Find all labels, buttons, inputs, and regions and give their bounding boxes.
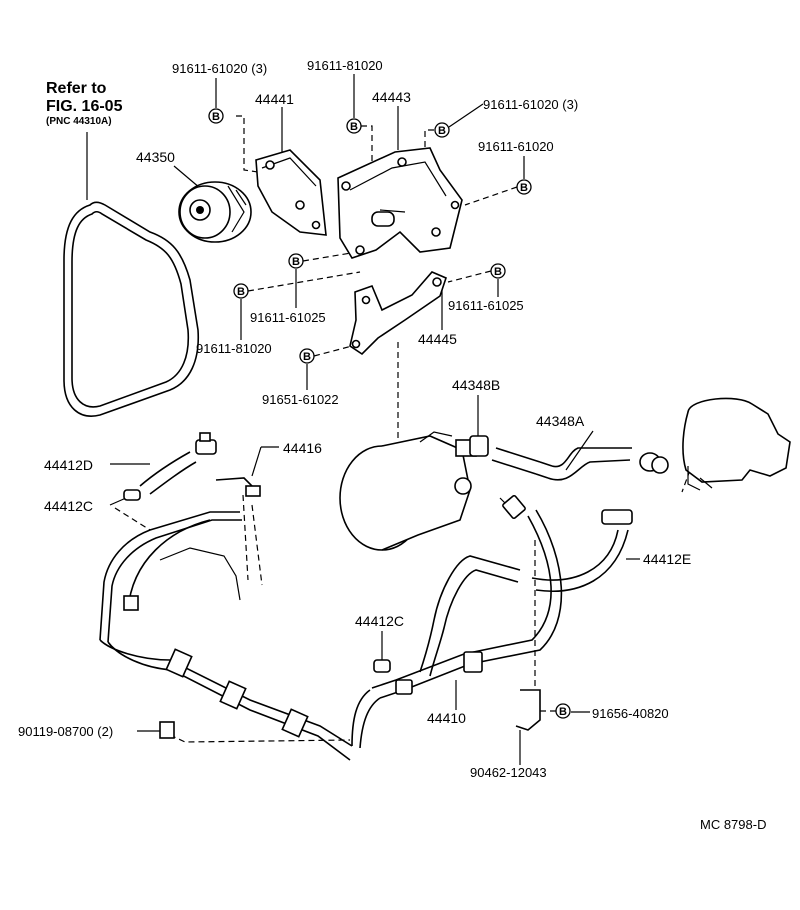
bracket-44441	[255, 149, 327, 236]
label-44412e: 44412E	[643, 551, 691, 567]
label-91611-61025-right: 91611-61025	[448, 298, 524, 313]
clamp-44412c-mid	[373, 659, 391, 673]
label-90462-12043: 90462-12043	[470, 765, 547, 780]
bolt-marker-8: B	[299, 348, 315, 364]
bolt-marker-5: B	[288, 253, 304, 269]
diagram-code: MC 8798-D	[700, 817, 766, 832]
hose-44412e	[531, 509, 633, 592]
bolt-marker-1: B	[208, 108, 224, 124]
bracket-90462-12043	[515, 689, 541, 731]
fluid-reservoir	[682, 397, 791, 491]
svg-text:B: B	[212, 111, 220, 123]
label-44412c-left: 44412C	[44, 498, 93, 514]
label-44412c-mid: 44412C	[355, 613, 404, 629]
label-44348b: 44348B	[452, 377, 500, 393]
clamp-44412c-left	[123, 489, 141, 501]
idler-pulley	[178, 181, 252, 243]
hose-44412d	[139, 432, 217, 495]
label-44443: 44443	[372, 89, 411, 105]
bolt-marker-4: B	[516, 179, 532, 195]
label-44348a: 44348A	[536, 413, 585, 429]
svg-text:B: B	[520, 182, 528, 194]
svg-text:B: B	[292, 256, 300, 268]
bolt-marker-2: B	[346, 118, 362, 134]
label-44416: 44416	[283, 440, 322, 456]
svg-text:B: B	[303, 351, 311, 363]
tube-44416	[215, 477, 261, 497]
pressure-line-assembly	[99, 511, 353, 761]
refer-line2: FIG. 16-05	[46, 98, 123, 115]
label-91611-81020-top: 91611-81020	[307, 58, 383, 73]
svg-text:B: B	[438, 125, 446, 137]
bolt-marker-6: B	[490, 263, 506, 279]
label-91656-40820: 91656-40820	[592, 706, 669, 721]
label-91611-61020-3-left: 91611-61020 (3)	[172, 61, 267, 76]
hose-44410	[351, 494, 563, 749]
label-44445: 44445	[418, 331, 457, 347]
drive-belt	[63, 201, 200, 417]
refer-line1: Refer to	[46, 80, 107, 97]
refer-line3: (PNC 44310A)	[46, 116, 112, 127]
power-steering-pump	[339, 431, 477, 551]
svg-text:B: B	[559, 706, 567, 718]
bolt-marker-9: B	[555, 703, 571, 719]
bolt-marker-7: B	[233, 283, 249, 299]
bolt-marker-3: B	[434, 122, 450, 138]
label-90119-08700: 90119-08700 (2)	[18, 724, 113, 739]
label-91651-61022: 91651-61022	[262, 392, 339, 407]
label-44410: 44410	[427, 710, 466, 726]
label-91611-61025-left: 91611-61025	[250, 310, 326, 325]
label-44441: 44441	[255, 91, 294, 107]
label-44350: 44350	[136, 149, 175, 165]
svg-text:B: B	[350, 121, 358, 133]
label-44412d: 44412D	[44, 457, 93, 473]
label-91611-81020-left: 91611-81020	[196, 341, 272, 356]
bolt-90119-08700	[159, 721, 175, 739]
svg-text:B: B	[237, 286, 245, 298]
svg-text:B: B	[494, 266, 502, 278]
bracket-44445	[349, 271, 447, 356]
label-91611-61020-right: 91611-61020	[478, 139, 554, 154]
suction-hoses	[469, 435, 669, 481]
assembly-dash-lines	[114, 115, 691, 743]
bracket-44443	[337, 147, 463, 259]
label-91611-61020-3-right: 91611-61020 (3)	[483, 97, 578, 112]
